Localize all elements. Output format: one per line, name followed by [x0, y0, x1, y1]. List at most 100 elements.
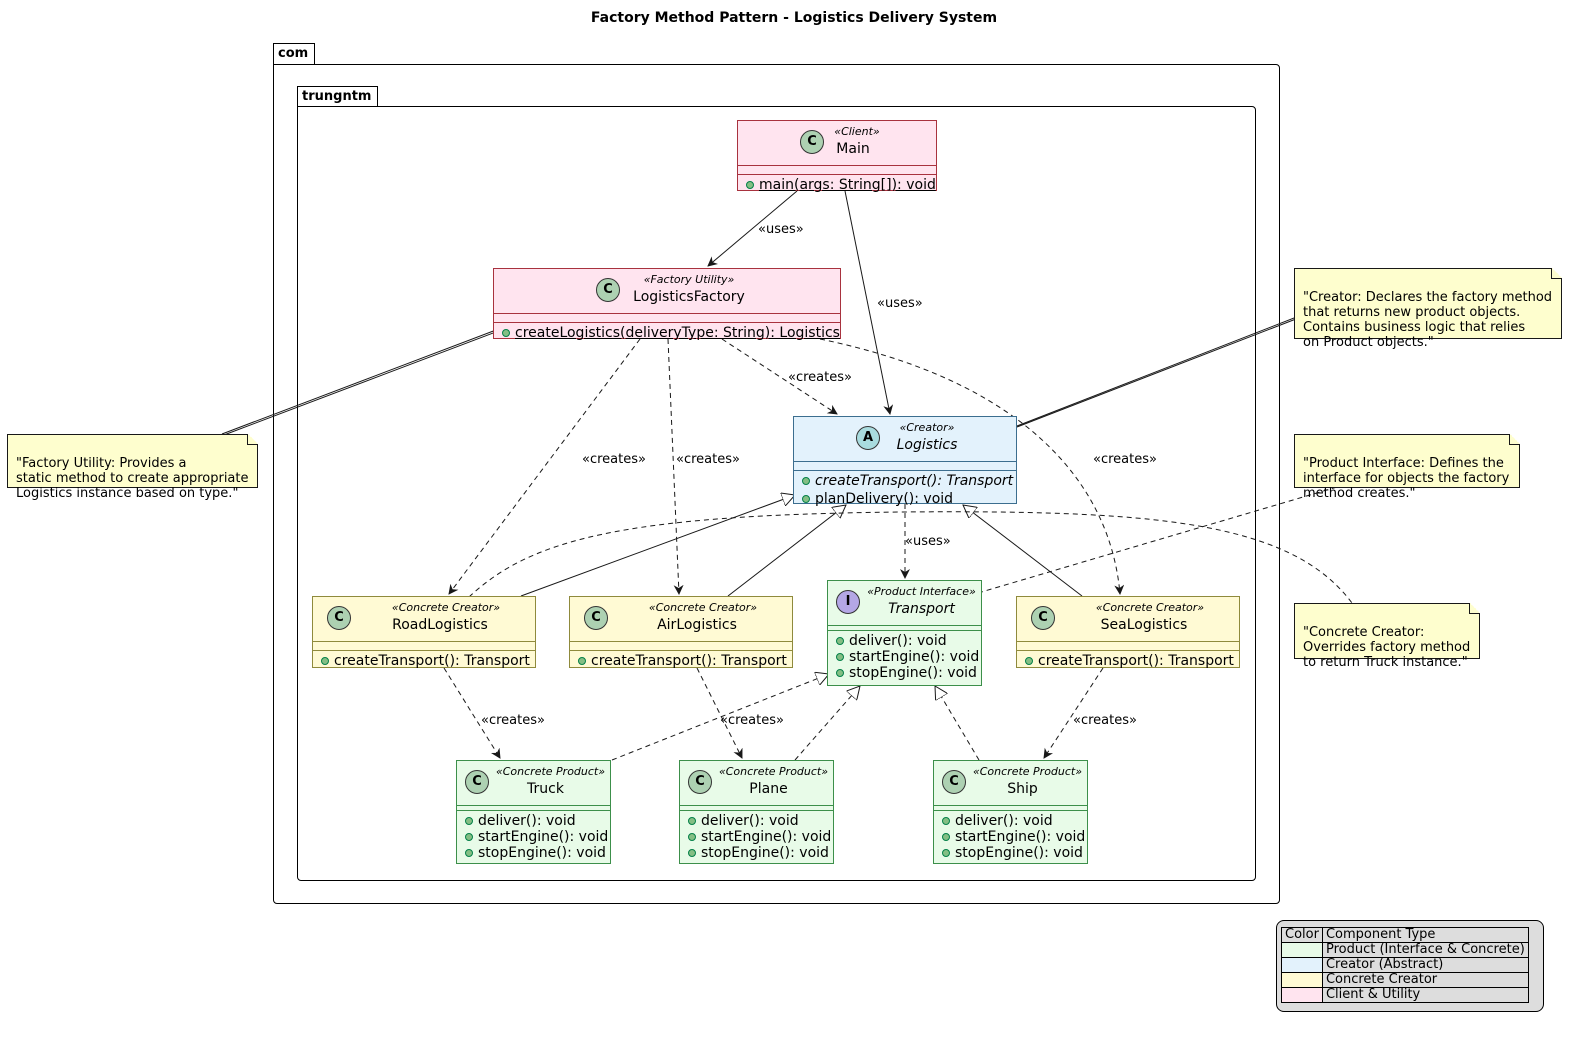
edge-ship-transport	[935, 686, 980, 761]
stereotype: «Product Interface»	[867, 585, 976, 598]
public-icon	[1025, 657, 1033, 665]
package-com-tab: com	[273, 43, 316, 64]
public-icon	[802, 495, 810, 503]
public-icon	[942, 833, 950, 841]
method: createTransport(): Transport	[334, 653, 530, 669]
stereotype: «Concrete Creator»	[648, 601, 758, 614]
edge-main-factory	[707, 190, 798, 267]
note-link-creator	[1016, 310, 1313, 427]
package-com	[273, 64, 1280, 904]
class-logistics[interactable]: A «Creator» Logistics createTransport():…	[793, 416, 1017, 507]
stereotype: «Creator»	[899, 421, 955, 434]
edge-label-uses: «uses»	[758, 222, 804, 237]
method: createTransport(): Transport	[1038, 653, 1234, 669]
class-name: Transport	[888, 601, 955, 617]
note-link-factory	[221, 310, 547, 435]
class-main[interactable]: C «Client» Main main(args: String[]): vo…	[737, 120, 937, 193]
edge-label-creates: «creates»	[481, 713, 545, 728]
public-icon	[746, 181, 754, 189]
public-icon	[688, 833, 696, 841]
class-badge-icon: C	[688, 770, 712, 794]
note-fold-icon	[247, 434, 258, 445]
legend-label: Client & Utility	[1321, 987, 1529, 1003]
public-icon	[465, 849, 473, 857]
legend-swatch	[1281, 957, 1323, 973]
legend-swatch	[1281, 942, 1323, 958]
class-truck[interactable]: C «Concrete Product» Truck deliver(): vo…	[456, 760, 611, 864]
abstract-badge-icon: A	[856, 426, 880, 450]
stereotype: «Concrete Product»	[718, 765, 829, 778]
method: startEngine(): void	[701, 829, 832, 845]
note-link-product	[977, 486, 1338, 594]
method: startEngine(): void	[478, 829, 609, 845]
edge-main-logistics	[844, 190, 894, 415]
method: startEngine(): void	[955, 829, 1086, 845]
class-sealogistics[interactable]: C «Concrete Creator» SeaLogistics create…	[1016, 596, 1240, 669]
method: main(args: String[]): void	[759, 177, 936, 193]
note-fold-icon	[1469, 603, 1480, 614]
legend-header-type: Component Type	[1321, 927, 1529, 943]
class-badge-icon: C	[465, 770, 489, 794]
method: stopEngine(): void	[955, 845, 1083, 861]
public-icon	[502, 329, 510, 337]
edge-plane-transport	[794, 686, 860, 761]
edge-label-creates: «creates»	[676, 452, 740, 467]
edge-factory-sea	[819, 338, 1125, 595]
method: deliver(): void	[955, 813, 1053, 829]
method: createTransport(): Transport	[815, 473, 1014, 489]
legend-label: Concrete Creator	[1321, 972, 1529, 988]
note-fold-icon	[1509, 434, 1520, 445]
class-name: RoadLogistics	[392, 617, 488, 633]
public-icon	[578, 657, 586, 665]
edge-road-logistics	[520, 495, 795, 597]
note-creator: "Creator: Declares the factory method th…	[1294, 268, 1562, 350]
method: deliver(): void	[701, 813, 799, 829]
edge-factory-air	[667, 338, 684, 595]
method: stopEngine(): void	[478, 845, 606, 861]
public-icon	[465, 833, 473, 841]
legend-swatch	[1281, 972, 1323, 988]
class-roadlogistics[interactable]: C «Concrete Creator» RoadLogistics creat…	[312, 596, 536, 669]
diagram-title: Factory Method Pattern - Logistics Deliv…	[590, 10, 998, 26]
class-name: LogisticsFactory	[633, 289, 745, 305]
edge-sea-logistics	[963, 505, 1083, 597]
edge-label-creates: «creates»	[788, 370, 852, 385]
class-name: SeaLogistics	[1100, 617, 1188, 633]
edge-label-creates: «creates»	[1093, 452, 1157, 467]
public-icon	[942, 849, 950, 857]
edge-truck-transport	[611, 674, 829, 761]
class-name: Plane	[749, 781, 788, 797]
edge-label-uses: «uses»	[877, 296, 923, 311]
edge-label-creates: «creates»	[1073, 713, 1137, 728]
class-plane[interactable]: C «Concrete Product» Plane deliver(): vo…	[679, 760, 834, 864]
legend-swatch	[1281, 987, 1323, 1003]
class-ship[interactable]: C «Concrete Product» Ship deliver(): voi…	[933, 760, 1088, 864]
class-badge-icon: C	[1031, 606, 1055, 630]
edge-label-uses: «uses»	[905, 534, 951, 549]
method: createLogistics(deliveryType: String): L…	[515, 325, 840, 341]
note-link-factory-2	[223, 312, 547, 436]
stereotype: «Concrete Creator»	[391, 601, 501, 614]
legend-label: Creator (Abstract)	[1321, 957, 1529, 973]
method: createTransport(): Transport	[591, 653, 787, 669]
note-concrete-creator: "Concrete Creator: Overrides factory met…	[1294, 603, 1480, 670]
class-badge-icon: C	[584, 606, 608, 630]
public-icon	[465, 817, 473, 825]
edge-factory-logistics	[721, 338, 838, 415]
class-airlogistics[interactable]: C «Concrete Creator» AirLogistics create…	[569, 596, 793, 669]
class-transport[interactable]: I «Product Interface» Transport deliver(…	[827, 580, 982, 686]
public-icon	[688, 849, 696, 857]
class-logisticsfactory[interactable]: C «Factory Utility» LogisticsFactory cre…	[493, 268, 841, 341]
note-fold-icon	[1551, 268, 1562, 279]
stereotype: «Client»	[834, 125, 880, 138]
method: stopEngine(): void	[849, 665, 977, 681]
class-name: Logistics	[896, 437, 958, 453]
public-icon	[836, 653, 844, 661]
interface-badge-icon: I	[836, 590, 860, 614]
method: planDelivery(): void	[815, 491, 954, 507]
method: deliver(): void	[849, 633, 947, 649]
class-badge-icon: C	[942, 770, 966, 794]
public-icon	[688, 817, 696, 825]
class-name: AirLogistics	[657, 617, 737, 633]
